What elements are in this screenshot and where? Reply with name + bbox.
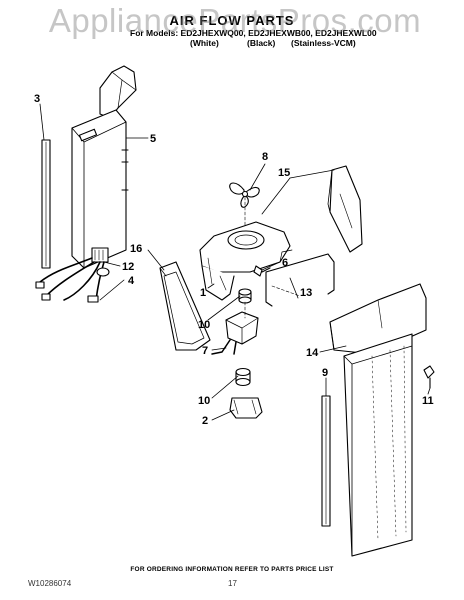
callout-8: 8: [262, 151, 268, 163]
callout-7: 7: [202, 345, 208, 357]
part-gasket-strip-left: [41, 139, 51, 269]
variant-white: (White): [190, 38, 219, 48]
part-duct-panel: [71, 65, 137, 269]
callout-10-upper: 10: [198, 319, 210, 331]
page-title: AIR FLOW PARTS: [169, 13, 295, 28]
callout-5: 5: [150, 133, 156, 145]
callout-6: 6: [282, 257, 288, 269]
callout-10-lower: 10: [198, 395, 210, 407]
part-left-duct: [159, 261, 211, 351]
callout-3: 3: [34, 93, 40, 105]
callout-13: 13: [300, 287, 312, 299]
callout-2: 2: [202, 415, 208, 427]
part-screw: [253, 265, 271, 277]
part-bracket: [265, 253, 335, 307]
part-grommet-lower: [235, 367, 251, 387]
ordering-note: FOR ORDERING INFORMATION REFER TO PARTS …: [130, 566, 334, 573]
callout-15: 15: [278, 167, 290, 179]
callout-12: 12: [122, 261, 134, 273]
part-fan-blade: [229, 182, 260, 229]
part-wire-harness: [35, 247, 110, 303]
watermark: AppliancePartsPros.com: [48, 2, 422, 39]
part-screw-right: [423, 365, 435, 389]
models-line: For Models: ED2JHEXWQ00, ED2JHEXWB00, ED…: [130, 28, 377, 38]
part-fan-motor: [211, 301, 259, 355]
page-number: 17: [228, 579, 237, 588]
callout-16: 16: [130, 243, 142, 255]
part-gasket-strip-right: [321, 395, 331, 527]
callout-4: 4: [128, 275, 135, 287]
callout-11: 11: [422, 395, 434, 407]
leader-lines: [39, 103, 431, 421]
part-right-duct: [327, 165, 363, 253]
variant-stainless: (Stainless-VCM): [291, 38, 356, 48]
part-fan-housing: [199, 221, 293, 301]
callout-1: 1: [200, 287, 206, 299]
variant-black: (Black): [247, 38, 276, 48]
callout-14: 14: [306, 347, 319, 359]
part-motor-bracket: [229, 397, 263, 419]
part-back-panel: [329, 283, 427, 557]
callout-9: 9: [322, 367, 328, 379]
part-grommet-upper: [238, 288, 252, 304]
document-number: W10286074: [28, 579, 72, 588]
